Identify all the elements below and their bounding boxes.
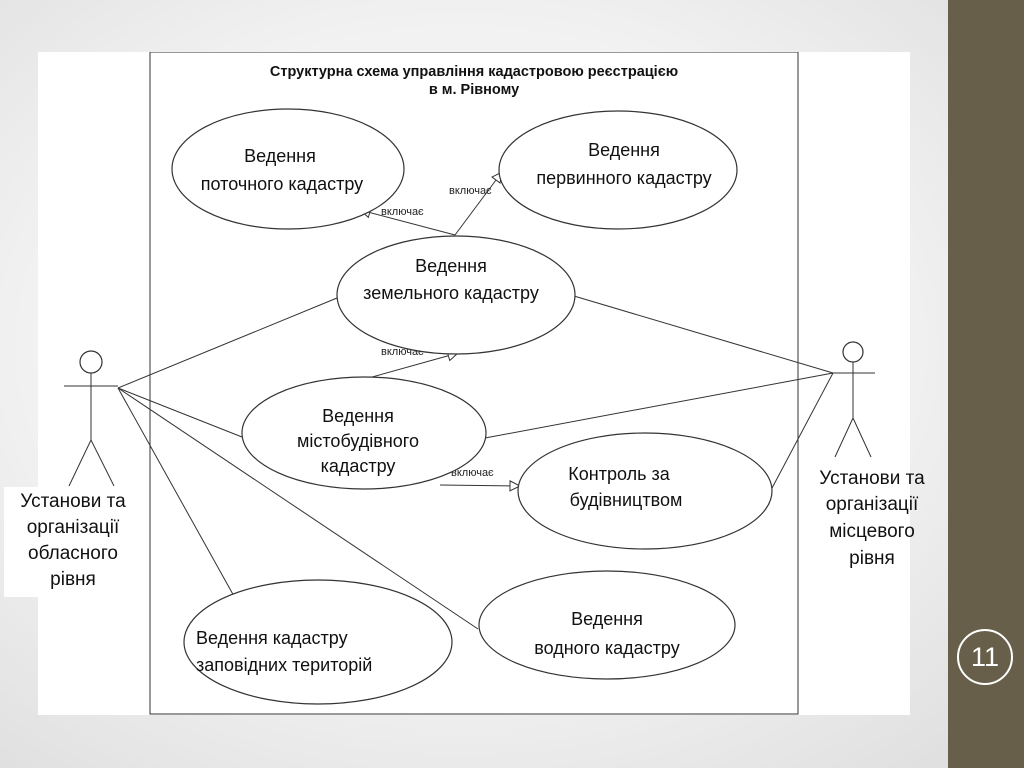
- assoc-regional-water: [117, 387, 479, 630]
- system-boundary: [149, 52, 799, 715]
- assoc-local-land: [573, 295, 834, 374]
- include-land-current: [360, 210, 456, 236]
- svg-text:кадастру: кадастру: [321, 456, 396, 476]
- svg-text:Контроль за: Контроль за: [568, 464, 670, 484]
- usecase-water-cadastre: Ведення водного кадастру: [478, 570, 736, 680]
- svg-text:Ведення: Ведення: [415, 256, 487, 276]
- svg-text:Ведення: Ведення: [244, 146, 316, 166]
- assoc-regional-urban: [117, 387, 243, 438]
- usecase-urban-cadastre: Ведення містобудівного кадастру: [241, 376, 487, 490]
- usecase-construction-control: Контроль за будівництвом: [517, 432, 773, 550]
- diagram-title-line2: в м. Рівному: [429, 82, 519, 98]
- assoc-regional-reserve: [117, 387, 236, 599]
- include-urban-land: [364, 353, 458, 380]
- svg-text:первинного кадастру: первинного кадастру: [536, 168, 711, 188]
- diagram-panel: Структурна схема управління кадастровою …: [38, 52, 910, 715]
- assoc-local-control: [770, 372, 834, 491]
- actor-regional-figure: [64, 350, 118, 487]
- svg-text:земельного кадастру: земельного кадастру: [363, 283, 539, 303]
- diagram-title-line1: Структурна схема управління кадастровою …: [270, 64, 678, 80]
- svg-text:поточного кадастру: поточного кадастру: [201, 174, 363, 194]
- use-case-diagram: Структурна схема управління кадастровою …: [64, 52, 875, 715]
- svg-text:містобудівного: містобудівного: [297, 431, 419, 451]
- slide-number-badge: 11: [957, 629, 1013, 685]
- include-label-land-primary: включає: [449, 185, 492, 197]
- svg-text:заповідних територій: заповідних територій: [196, 655, 372, 675]
- include-land-primary: [454, 172, 502, 236]
- svg-text:водного кадастру: водного кадастру: [534, 638, 679, 658]
- include-label-land-current: включає: [381, 206, 424, 218]
- svg-text:Ведення: Ведення: [571, 609, 643, 629]
- svg-text:будівництвом: будівництвом: [570, 490, 683, 510]
- svg-text:Ведення: Ведення: [322, 406, 394, 426]
- assoc-local-urban: [484, 372, 834, 439]
- usecase-primary-cadastre: Ведення первинного кадастру: [498, 110, 738, 230]
- assoc-regional-land: [117, 297, 338, 389]
- usecase-reserve-territories: Ведення кадастру заповідних територій: [183, 579, 453, 705]
- include-label-urban-control: включає: [451, 467, 494, 479]
- svg-text:Ведення кадастру: Ведення кадастру: [196, 628, 348, 648]
- usecase-land-cadastre: Ведення земельного кадастру: [336, 235, 576, 355]
- include-urban-control: [439, 485, 520, 486]
- usecase-current-cadastre: Ведення поточного кадастру: [171, 108, 405, 230]
- actor-local-figure: [831, 341, 875, 458]
- svg-text:Ведення: Ведення: [588, 140, 660, 160]
